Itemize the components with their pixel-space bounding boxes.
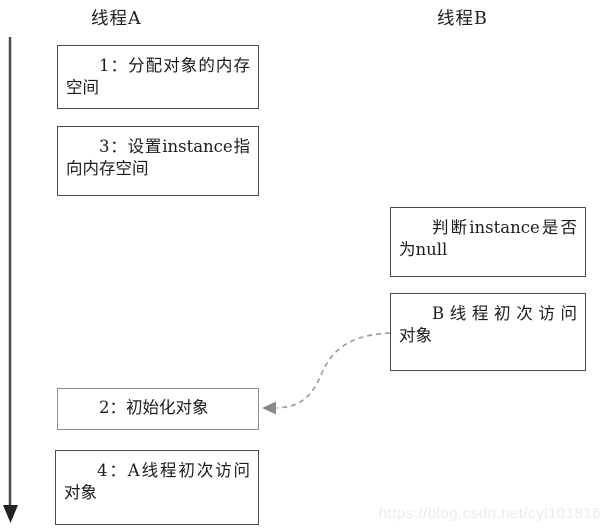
node-text-line: 为null [399,240,448,259]
timeline-arrow [3,37,18,523]
node-text-line: 判断instance是否 [432,218,577,237]
node-text-line: 向内存空间 [66,159,149,178]
arrow-left-icon [262,401,276,415]
node-text-line: 对象 [399,326,432,345]
node-text-line: 对象 [64,483,97,502]
node-step3-set-instance-pointer: 3：设置instance指 向内存空间 [57,126,259,196]
node-thread-b-first-access: B线程初次访问 对象 [390,293,586,371]
node-text-line: 空间 [66,78,99,97]
thread-b-header: 线程B [437,9,488,29]
node-step2-initialize-object: 2：初始化对象 [57,388,259,430]
node-text-line: B线程初次访问 [432,304,577,323]
node-text-line: 3：设置instance指 [99,137,250,156]
node-step4-thread-a-first-access: 4：A线程初次访问 对象 [55,450,259,525]
node-check-instance-null: 判断instance是否 为null [390,207,586,277]
thread-a-header: 线程A [91,9,142,29]
node-text-line: 1：分配对象的内存 [99,56,250,75]
arrow-down-icon [3,505,18,523]
node-step1-allocate-memory: 1：分配对象的内存 空间 [57,45,259,109]
dashed-connector [262,332,391,415]
node-text-line: 4：A线程初次访问 [97,461,250,480]
node-text-line: 2：初始化对象 [99,398,209,417]
watermark-url: https://blog.csdn.net/cyl101816 [378,505,601,522]
